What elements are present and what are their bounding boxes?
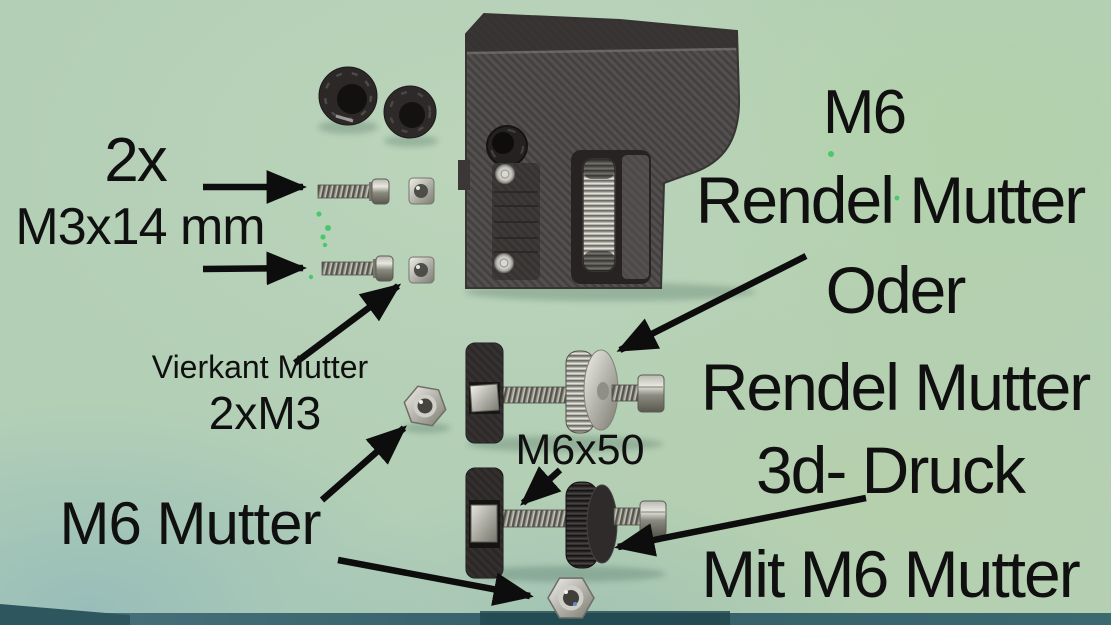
arrow-m6-nut-upper [319,425,407,503]
label-screw-size: M3x14 mm [15,198,265,256]
bracket-slot [571,150,651,284]
t-slider-1 [465,342,504,444]
bracket-rail [492,163,540,280]
label-square-nut: Vierkant Mutter [151,349,369,385]
m3-screw-1 [317,178,390,205]
hex-head-1 [637,374,665,413]
arrow-rendel-printed [614,494,867,557]
table-edge [0,604,1111,625]
square-nut-2 [408,256,435,284]
arrow-vierkant [293,283,402,366]
m3-screw-2 [321,255,394,282]
annotation-arrows [202,170,867,606]
bolt-assembly-metal-knurl [465,342,665,444]
label-bolt-size: M6x50 [515,426,645,474]
printed-ring-2 [383,85,437,139]
printed-corner-bracket [458,12,741,289]
hex-head-2 [639,500,667,537]
threaded-rod-left-1 [499,386,573,404]
m6-hex-nut-bottom [547,577,595,619]
label-or: Oder [825,253,967,327]
arrow-rendel-metal [616,253,808,353]
label-m6-nut: M6 Mutter [59,490,321,557]
bracket-hole [486,125,528,167]
label-printed-knurl-line1: Rendel Mutter [700,350,1092,424]
green-speckles [308,151,900,280]
label-metal-knurl-line2: Rendel Mutter [695,163,1087,237]
threaded-rod-left-2 [495,509,573,528]
bolt-assembly-printed-knurl [465,467,667,579]
label-qty: 2x [104,126,167,195]
arrow-m6x50 [520,466,563,506]
label-printed-knurl-line3: Mit M6 Mutter [701,537,1080,611]
m6-hex-nut-loose [403,385,447,427]
bracket-top-lip [466,14,737,52]
label-square-nut-qty: 2xM3 [208,387,322,439]
t-slider-2 [465,467,504,579]
arrow-m6-nut-lower [337,556,534,606]
printed-ring-1 [318,66,378,126]
threaded-rod-right-2 [613,507,643,526]
label-printed-knurl-line2: 3d- Druck [755,433,1026,507]
square-nut-1 [408,177,435,205]
arrow-m3x14 [202,251,307,286]
label-metal-knurl-line1: M6 [822,78,907,147]
